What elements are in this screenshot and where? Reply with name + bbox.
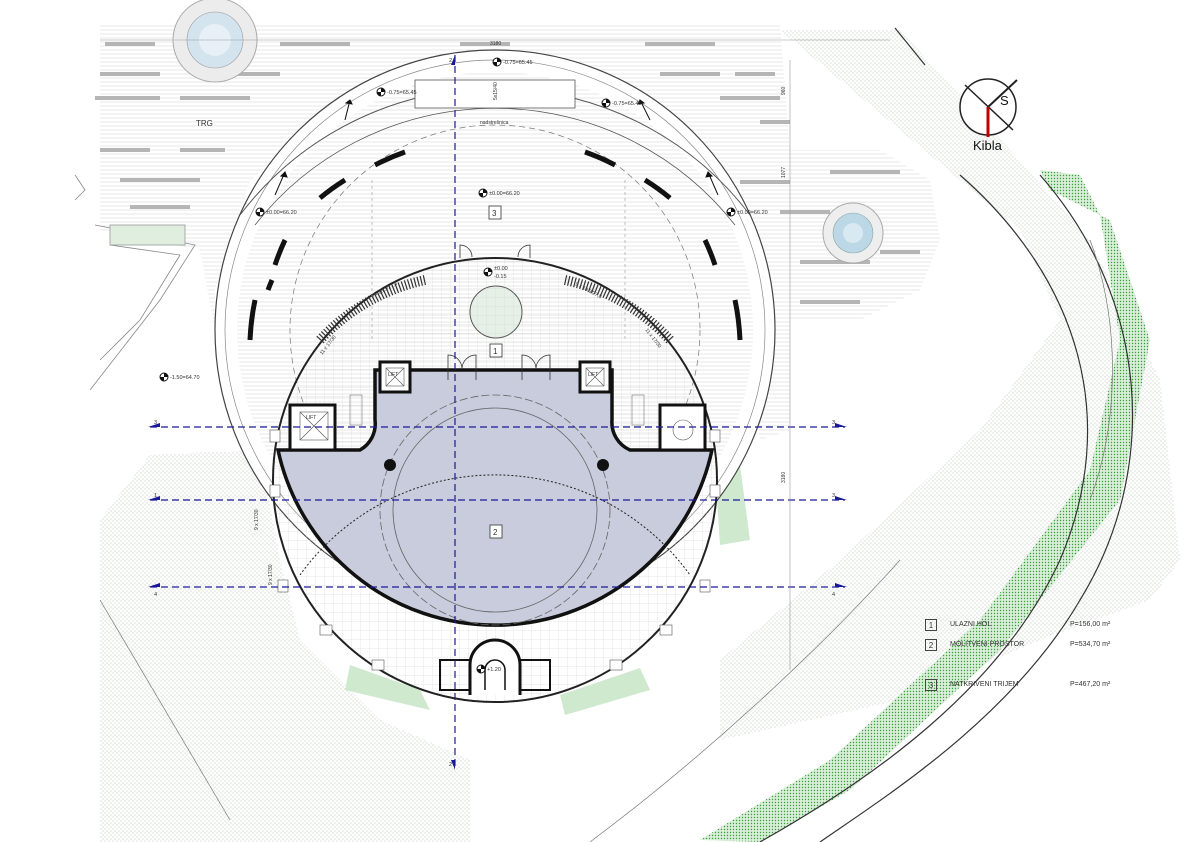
level-marker-top-left (376, 87, 386, 97)
section-label-1-left: 1 (154, 493, 157, 499)
dim-top: 3180 (490, 41, 501, 47)
road-lines (99, 27, 1134, 842)
section-label-3-left: 3 (154, 420, 157, 426)
lift-core-left (378, 360, 412, 394)
landscape-lawn (100, 30, 1180, 842)
legend-row: 3 NATKRIVENI TRIJEM P=467,20 m² (920, 679, 1160, 693)
adjacent-building (74, 174, 196, 391)
prayer-hall (275, 368, 715, 695)
elev-hall-sub: -0.15 (494, 274, 507, 280)
section-label-3-right: 3 (832, 420, 835, 426)
room-boxes (488, 205, 503, 539)
legend-number: 2 (925, 639, 937, 651)
label-stair-top: 5x15/40 (493, 82, 499, 100)
ramp-arrows (274, 99, 719, 196)
dim-right-a: 1077 (781, 167, 787, 178)
legend-room-area: P=534,70 m² (1070, 641, 1111, 648)
level-marker-mihrab (476, 664, 486, 674)
legend-room-area: P=156,00 m² (1070, 621, 1111, 628)
dimension-lines (100, 39, 890, 670)
compass-icon: S (959, 78, 1018, 137)
level-marker-right (726, 207, 736, 217)
elev-right: ±0.00=66.20 (737, 210, 768, 216)
level-marker-left (255, 207, 265, 217)
legend-room-name: MOLITVENI PROSTOR (950, 641, 1025, 648)
label-stair-left-side: 9 x 17/30 (254, 509, 260, 530)
elev-top-left: -0.75=65.45 (387, 90, 417, 96)
elev-top-right: -0.75=65.45 (612, 101, 642, 107)
lift-core-right (578, 360, 612, 394)
legend-number: 1 (925, 619, 937, 631)
legend-room-area: P=467,20 m² (1070, 681, 1111, 688)
elev-top: -0.75=65.45 (503, 60, 533, 66)
label-lift-stair: LIFT (306, 415, 316, 421)
elev-hall: ±0.00 (494, 266, 508, 272)
window-openings (269, 429, 721, 671)
legend-room-name: ULAZNI HOL (950, 621, 992, 628)
elev-left: ±0.00=66.20 (266, 210, 297, 216)
legend-row: 1 ULAZNI HOL P=156,00 m² (920, 619, 1160, 633)
area-legend: 1 ULAZNI HOL P=156,00 m² 2 MOLITVENI PRO… (920, 615, 1180, 705)
level-marker-top (492, 57, 502, 67)
legend-row: 2 MOLITVENI PROSTOR P=534,70 m² (920, 639, 1160, 653)
section-label-1-right: 3 (832, 493, 835, 499)
qibla-label: Kibla (973, 138, 1002, 153)
level-marker-top-right (601, 98, 611, 108)
room-number-3: 3 (492, 209, 497, 218)
label-trg: TRG (196, 119, 213, 128)
room-number-2: 2 (493, 528, 498, 537)
elev-center: ±0.00=66.20 (489, 191, 520, 197)
section-label-4-right: 4 (832, 592, 835, 598)
elev-mihrab: +1.20 (487, 667, 501, 673)
elevation-markers (159, 57, 736, 674)
label-stair-left-side-b: 9 x 17/30 (268, 564, 274, 585)
qibla-compass: S Kibla (955, 75, 1030, 165)
fountain-right (822, 202, 884, 264)
section-lines (150, 55, 845, 770)
dim-right-b: 3180 (781, 472, 787, 483)
entrance-doors (447, 244, 551, 380)
section-label-v-bottom: 2 (449, 762, 452, 768)
section-label-4-left: 4 (154, 592, 157, 598)
dim-right-c: 960 (781, 86, 787, 95)
room-number-1: 1 (493, 347, 498, 356)
fountain-top-left (172, 0, 258, 83)
label-lift-right: LIFT (588, 372, 598, 378)
section-markers (148, 55, 847, 770)
level-marker-outside (159, 372, 169, 382)
level-marker-hall (483, 267, 493, 277)
elev-outside-left: -1.50=64.70 (170, 375, 200, 381)
label-lift-left: LIFT (388, 372, 398, 378)
legend-number: 3 (925, 679, 937, 691)
legend-room-name: NATKRIVENI TRIJEM (950, 681, 1019, 688)
level-marker-center (478, 188, 488, 198)
label-nadstresnica: nadstrešnica (480, 120, 509, 126)
section-label-v-top: 2 (449, 58, 452, 64)
compass-north-letter: S (1000, 93, 1009, 108)
